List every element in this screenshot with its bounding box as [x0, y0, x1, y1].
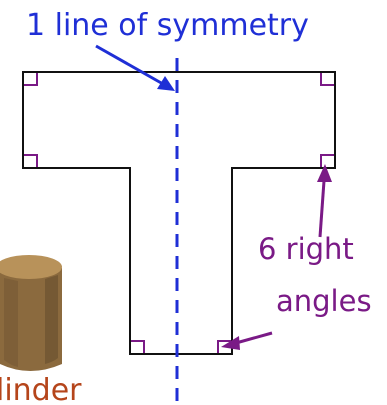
symmetry-label: 1 line of symmetry — [26, 8, 309, 43]
right-angles-label-line1: 6 right — [258, 232, 354, 266]
right-angle-marker-stem-right — [217, 340, 231, 353]
right-angle-arrow-lower — [221, 331, 273, 350]
symmetry-arrow — [95, 44, 175, 91]
right-angle-marker-bottom-left — [24, 154, 38, 167]
right-angle-marker-bottom-right — [320, 154, 334, 167]
right-angle-marker-stem-left — [131, 340, 145, 353]
right-angle-marker-top-right — [320, 73, 334, 86]
cylinder-illustration — [0, 255, 62, 371]
right-angle-marker-top-left — [24, 73, 38, 86]
right-angles-label-line2: angles — [276, 284, 372, 318]
right-angle-markers — [24, 73, 334, 353]
right-angle-arrow-upper — [317, 164, 332, 238]
cylinder-label: linder — [0, 373, 82, 405]
t-shape-outline — [22, 71, 336, 355]
